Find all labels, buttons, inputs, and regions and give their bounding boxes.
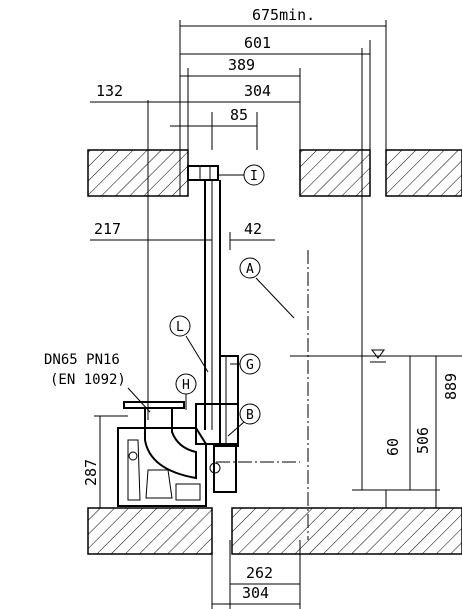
vertical-dimension-lines [94,355,462,509]
extension-lines [147,20,387,609]
dim-601: 601 [244,34,271,52]
flange-label: DN65 PN16 (EN 1092) [44,352,151,413]
dim-217: 217 [94,220,121,238]
bottom-slab [87,507,462,555]
callout-L-letter: L [176,320,184,335]
dim-506: 506 [414,427,432,454]
callout-I: I [218,164,265,186]
dim-287: 287 [82,459,100,486]
dim-304-bottom: 304 [242,584,269,602]
callout-A-letter: A [246,262,254,277]
callout-H: H [175,373,197,410]
callout-L: L [169,315,209,373]
flange-label-line1: DN65 PN16 [44,352,120,368]
dim-60: 60 [384,438,402,456]
dim-889: 889 [442,373,460,400]
callout-I-letter: I [250,169,258,184]
dim-389: 389 [228,56,255,74]
callout-H-letter: H [182,378,190,393]
dim-85: 85 [230,106,248,124]
callout-G-letter: G [246,358,254,373]
water-level-symbol [370,349,386,363]
dim-42: 42 [244,220,262,238]
dim-304-top: 304 [244,82,271,100]
center-lines [216,250,309,540]
callout-A: A [239,257,295,319]
pump-assembly [117,355,239,507]
flange-label-line2: (EN 1092) [50,372,126,388]
dimension-lines [90,25,386,605]
dim-132: 132 [96,82,123,100]
dim-262: 262 [246,564,273,582]
callout-B: B [227,403,261,437]
dimension-labels: 675min. 601 389 304 132 85 217 42 889 50… [82,6,460,602]
callout-G: G [230,353,261,375]
callout-B-letter: B [246,408,254,423]
discharge-pipe [187,165,221,430]
dim-675: 675min. [252,6,315,24]
top-slab [87,149,462,197]
